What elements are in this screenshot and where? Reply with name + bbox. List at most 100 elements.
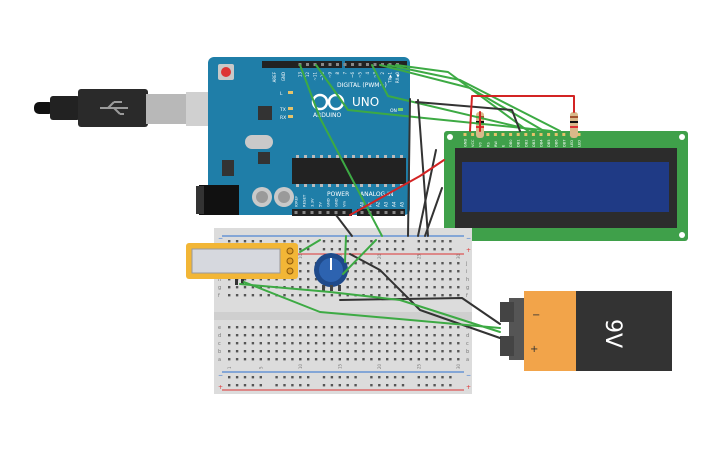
usb-cable[interactable]	[34, 89, 226, 127]
digital-pin[interactable]	[358, 63, 362, 66]
lcd-pin[interactable]	[547, 133, 551, 136]
analog-pin[interactable]	[392, 211, 396, 214]
usb-cable-end	[34, 102, 54, 114]
digital-pin[interactable]	[336, 63, 339, 66]
led-label-tx: TX	[279, 107, 286, 113]
wire-green[interactable]	[387, 64, 561, 132]
wire-black[interactable]	[335, 214, 353, 237]
lcd-pin[interactable]	[539, 133, 543, 136]
wire-green[interactable]	[243, 281, 501, 329]
battery-9v[interactable]: − + 9V	[500, 291, 672, 371]
analog-pin-label: A5	[400, 201, 405, 207]
lcd-pin-label: V0	[479, 142, 483, 147]
wire-red[interactable]	[469, 95, 575, 132]
lcd-pin[interactable]	[577, 133, 581, 136]
lcd-pin[interactable]	[554, 133, 558, 136]
wire-black[interactable]	[407, 98, 411, 237]
wire-green[interactable]	[315, 64, 553, 132]
lcd-pin[interactable]	[562, 133, 566, 136]
lcd-pin[interactable]	[486, 133, 490, 136]
digital-pin[interactable]	[343, 63, 347, 66]
analog-pin[interactable]	[400, 211, 404, 214]
breadboard-center-channel	[214, 312, 472, 320]
row-letter: b	[466, 349, 469, 355]
row-letter: b	[218, 349, 221, 355]
power-pin-label: Vin	[342, 200, 347, 207]
power-pin[interactable]	[334, 211, 338, 214]
digital-pin[interactable]	[366, 63, 369, 66]
digital-pin[interactable]	[306, 63, 309, 66]
column-number: 1	[227, 366, 232, 369]
power-pin-label: 5V	[318, 202, 323, 207]
lcd-mount-hole	[447, 134, 453, 140]
digital-pin[interactable]	[321, 63, 324, 66]
power-pin[interactable]	[318, 211, 322, 214]
lcd-pin[interactable]	[509, 133, 513, 136]
wire-green[interactable]	[299, 239, 321, 253]
power-pin[interactable]	[342, 211, 346, 214]
wire-black[interactable]	[424, 187, 443, 237]
digital-pin[interactable]	[328, 63, 332, 66]
digital-pin[interactable]	[381, 63, 384, 66]
battery-plus-label: +	[530, 344, 538, 355]
breadboard-labels: jjiihhggffeeddccbbaa11551010151520202525…	[217, 235, 471, 391]
reset-button[interactable]	[221, 67, 231, 77]
relay-module[interactable]	[186, 243, 298, 285]
wire-red[interactable]	[349, 159, 445, 216]
resistor-2[interactable]	[570, 112, 578, 138]
digital-pin[interactable]	[313, 63, 317, 66]
led-label-rx: RX	[280, 115, 286, 121]
wires[interactable]	[239, 64, 575, 339]
digital-pin-label: ~6	[350, 72, 355, 78]
lcd-pin[interactable]	[463, 133, 467, 136]
digital-pin-label: TX▶1	[388, 72, 393, 84]
analog-pin[interactable]	[384, 211, 388, 214]
digital-pin-label: RX◀0	[395, 72, 400, 84]
column-number: 10	[298, 363, 303, 369]
wire-black[interactable]	[339, 297, 501, 325]
row-letter: c	[466, 341, 469, 347]
analog-pin[interactable]	[376, 211, 380, 214]
lcd-pin[interactable]	[524, 133, 528, 136]
digital-pin[interactable]	[373, 63, 377, 66]
power-pin[interactable]	[326, 211, 330, 214]
lcd-pin[interactable]	[471, 133, 475, 136]
power-pin[interactable]	[310, 211, 314, 214]
wire-black[interactable]	[417, 99, 429, 237]
wire-green[interactable]	[342, 239, 377, 275]
row-letter: g	[466, 285, 469, 291]
lcd-pin[interactable]	[501, 133, 505, 136]
wire-green[interactable]	[344, 235, 347, 263]
power-pin[interactable]	[302, 211, 306, 214]
wire-green[interactable]	[299, 64, 383, 237]
rail-sign: −	[218, 372, 223, 379]
potentiometer[interactable]	[314, 253, 348, 291]
model-label: UNO	[352, 95, 379, 109]
wire-black[interactable]	[417, 149, 437, 237]
digital-pin-label: 7	[343, 72, 348, 75]
lcd-pin[interactable]	[493, 133, 497, 136]
digital-pin[interactable]	[351, 63, 354, 66]
wire-black[interactable]	[415, 101, 521, 132]
wire-green[interactable]	[371, 64, 537, 132]
wire-green[interactable]	[239, 283, 501, 333]
lcd-pin[interactable]	[516, 133, 520, 136]
analog-pin[interactable]	[360, 211, 364, 214]
row-letter: a	[218, 357, 221, 363]
power-jack[interactable]	[199, 185, 239, 215]
power-pin[interactable]	[294, 211, 298, 214]
lcd-pin-label: LED	[578, 140, 582, 147]
breadboard[interactable]: jjiihhggffeeddccbbaa11551010151520202525…	[214, 228, 472, 394]
wire-green[interactable]	[395, 64, 529, 132]
column-number: 20	[377, 253, 382, 259]
lcd-pin[interactable]	[531, 133, 535, 136]
lcd-pin-label: RS	[486, 142, 490, 147]
regulator	[258, 152, 270, 164]
row-letter: d	[466, 333, 469, 339]
